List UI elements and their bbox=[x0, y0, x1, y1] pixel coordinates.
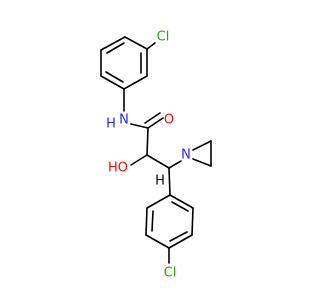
bond-beta-c-to-ring bbox=[168, 167, 171, 196]
amide-hydrogen-atom: H bbox=[106, 117, 116, 132]
bond-double-inner bbox=[105, 71, 124, 83]
background bbox=[0, 0, 300, 300]
bond-carbonyl-double-1 bbox=[147, 117, 164, 129]
bond-double-inner bbox=[106, 42, 125, 54]
bond bbox=[192, 140, 212, 151]
bond-double-inner bbox=[169, 231, 188, 242]
hydroxyl-group: HO bbox=[108, 161, 128, 176]
bond bbox=[168, 234, 193, 249]
bond bbox=[146, 194, 171, 209]
bond bbox=[169, 194, 194, 209]
aziridine-ring bbox=[192, 140, 212, 167]
bond-alpha-c-to-oh bbox=[130, 154, 148, 166]
aziridine-nitrogen-atom: N bbox=[181, 148, 191, 163]
bond bbox=[100, 75, 125, 90]
top-chlorophenyl-ring bbox=[100, 36, 156, 90]
amide-nitrogen-atom: N bbox=[119, 113, 129, 128]
bond-alpha-c-to-beta-c bbox=[146, 154, 170, 169]
bond bbox=[124, 36, 148, 50]
molecule-structure: Cl N H O HO N H bbox=[0, 0, 300, 300]
bond bbox=[123, 75, 148, 90]
molecule-canvas: Cl N H O HO N H bbox=[0, 0, 300, 300]
chlorine-atom-top: Cl bbox=[157, 30, 170, 45]
chlorine-atom-bottom: Cl bbox=[164, 266, 177, 281]
bond bbox=[145, 207, 148, 236]
bond bbox=[145, 234, 170, 249]
beta-hydrogen-atom: H bbox=[155, 174, 165, 189]
bond-nh-to-carbonyl-c bbox=[130, 123, 149, 129]
carbonyl-oxygen-atom: O bbox=[164, 113, 174, 128]
bond-double-inner bbox=[171, 201, 189, 212]
bond-beta-c-to-aziridine-n bbox=[168, 160, 182, 169]
bond-to-cl bbox=[146, 42, 156, 50]
bottom-chlorophenyl-ring bbox=[145, 194, 194, 264]
bond bbox=[100, 36, 126, 51]
bond bbox=[191, 207, 194, 236]
bond-double-inner bbox=[151, 210, 154, 232]
bond-carbonyl-double-2 bbox=[144, 112, 161, 124]
bond bbox=[192, 158, 212, 167]
bond-carbonyl-to-alpha-c bbox=[146, 127, 149, 156]
